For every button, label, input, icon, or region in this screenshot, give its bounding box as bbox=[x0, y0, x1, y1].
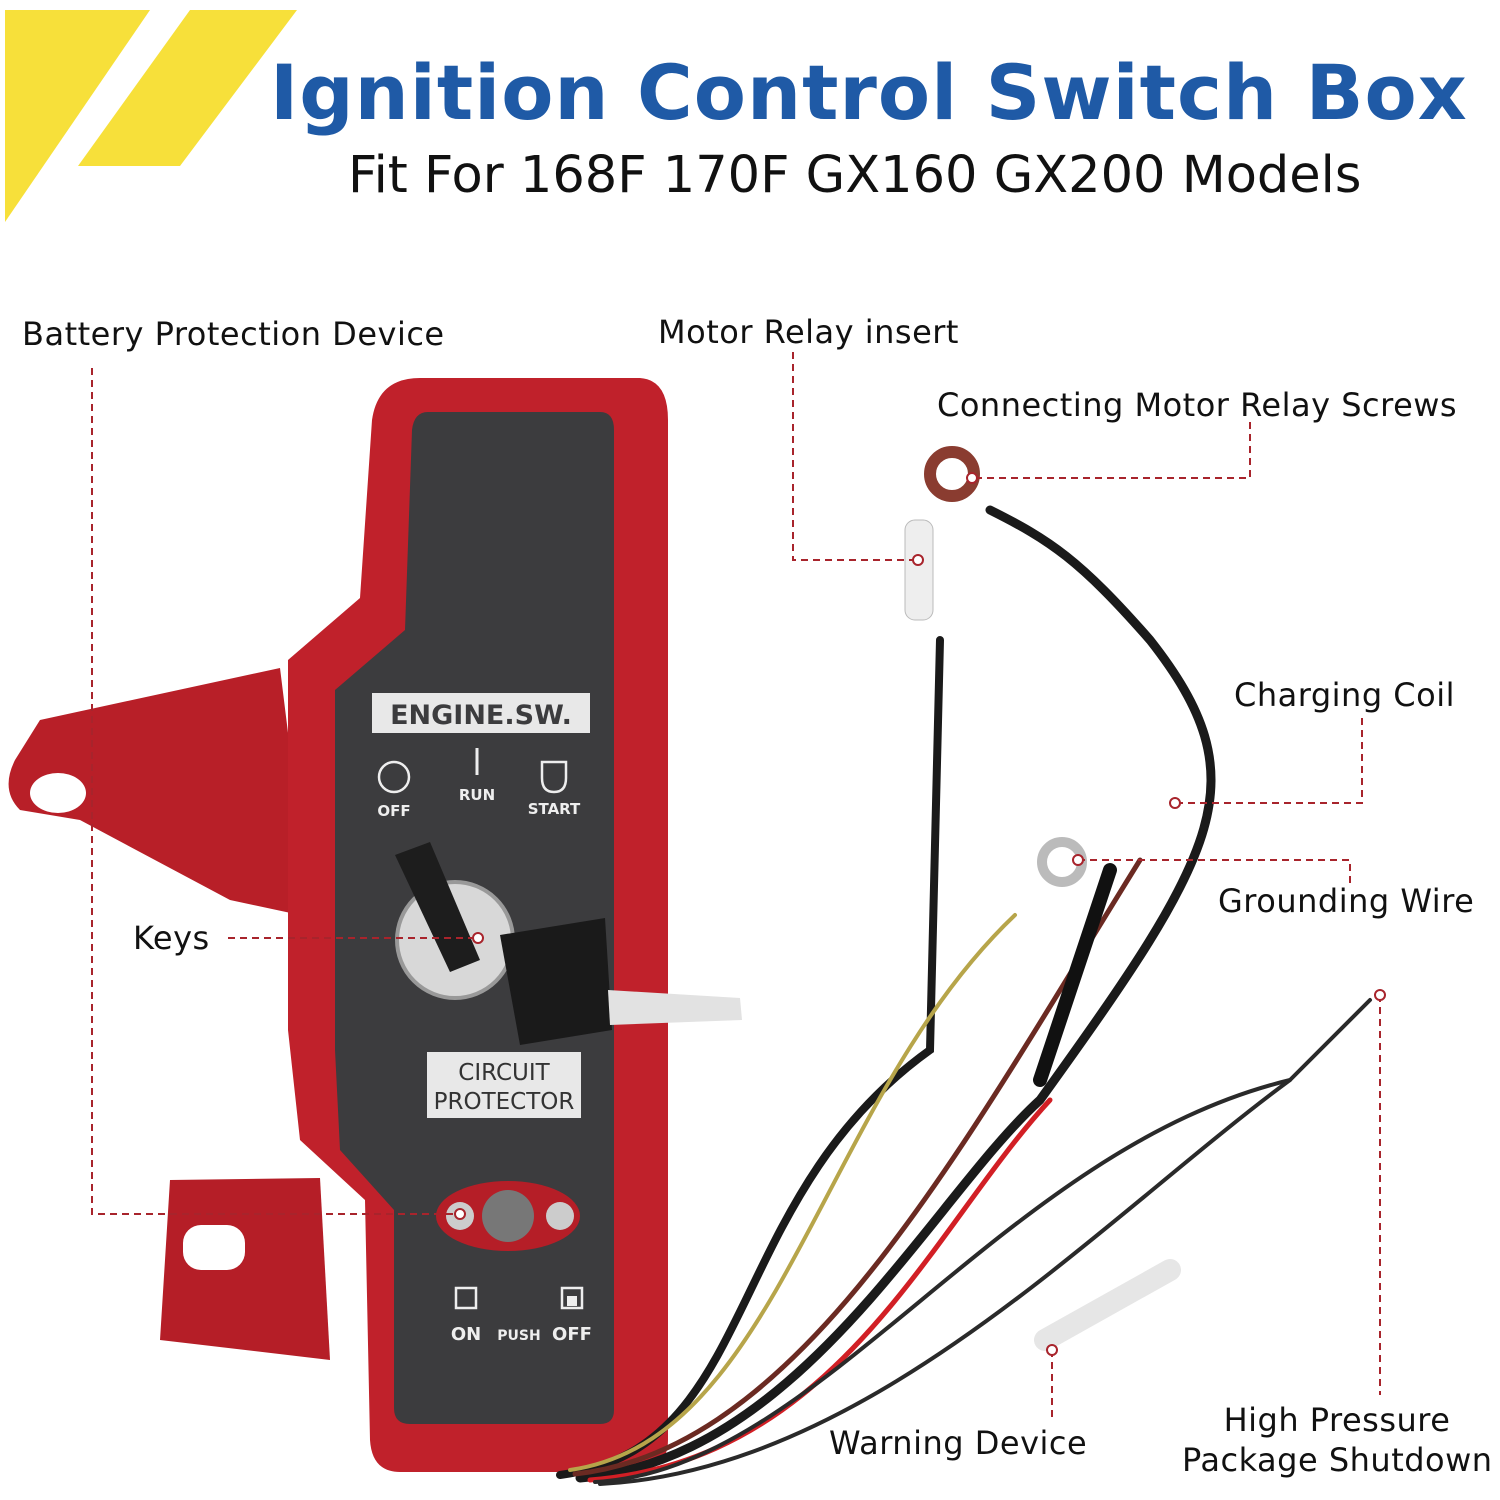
leader-markers bbox=[454, 472, 1386, 1356]
page-subtitle: Fit For 168F 170F GX160 GX200 Models bbox=[348, 146, 1362, 205]
off-protector-label: OFF bbox=[552, 1324, 592, 1345]
key-2 bbox=[500, 918, 612, 1045]
page-title: Ignition Control Switch Box bbox=[270, 48, 1468, 137]
callout-high-pressure-line2: Package Shutdown bbox=[1182, 1441, 1493, 1479]
on-icon bbox=[454, 1286, 478, 1310]
callout-grounding-wire: Grounding Wire bbox=[1218, 882, 1475, 920]
mounting-bracket bbox=[8, 668, 330, 1360]
screw-right bbox=[546, 1202, 574, 1230]
run-label: RUN bbox=[459, 786, 495, 804]
callout-keys: Keys bbox=[133, 919, 210, 957]
key-blade bbox=[608, 990, 742, 1025]
leader-lines bbox=[91, 352, 1381, 1420]
off-label: OFF bbox=[377, 802, 410, 820]
callout-motor-relay-insert: Motor Relay insert bbox=[658, 313, 959, 351]
push-label: PUSH bbox=[497, 1328, 540, 1344]
engine-sw-plate bbox=[372, 693, 590, 733]
circuit-protector-plate bbox=[427, 1052, 581, 1118]
protector-label: PROTECTOR bbox=[434, 1089, 575, 1115]
callout-connecting-screws: Connecting Motor Relay Screws bbox=[937, 386, 1458, 424]
yellow-stripe-right bbox=[78, 10, 297, 166]
wire-harness bbox=[556, 446, 1372, 1486]
off-circle-icon bbox=[377, 760, 411, 794]
callout-charging-coil: Charging Coil bbox=[1234, 676, 1455, 714]
callout-warning-device: Warning Device bbox=[829, 1424, 1088, 1462]
engine-sw-label: ENGINE.SW. bbox=[390, 700, 572, 731]
circuit-breaker-button bbox=[482, 1190, 534, 1242]
yellow-stripe-left bbox=[5, 10, 150, 222]
start-icon bbox=[540, 760, 568, 794]
callout-high-pressure-line1: High Pressure bbox=[1223, 1401, 1451, 1439]
off-push-icon bbox=[560, 1286, 584, 1310]
on-label: ON bbox=[451, 1324, 481, 1345]
circuit-label: CIRCUIT bbox=[458, 1060, 550, 1086]
key-1 bbox=[395, 842, 480, 972]
callout-battery-protection: Battery Protection Device bbox=[22, 315, 445, 353]
start-label: START bbox=[528, 800, 581, 818]
